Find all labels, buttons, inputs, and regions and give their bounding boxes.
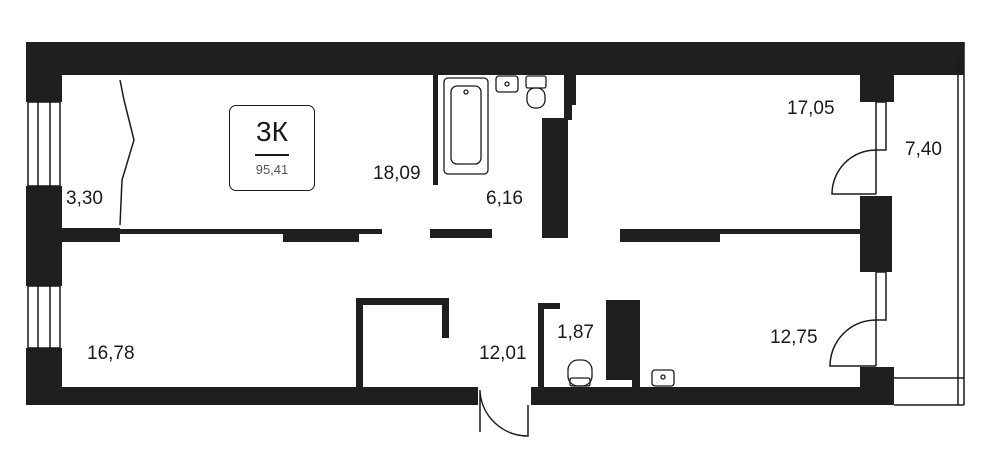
window-right-upper bbox=[875, 101, 887, 151]
partition-closet-bottom bbox=[62, 228, 120, 242]
balcony-door-upper bbox=[831, 149, 877, 195]
window-left-upper bbox=[27, 101, 61, 187]
entrance-door bbox=[479, 390, 529, 437]
bathroom-wall-left bbox=[433, 75, 438, 185]
wall-right-bottom bbox=[860, 367, 894, 405]
sink bbox=[495, 75, 519, 93]
apartment-type: 3К bbox=[256, 116, 288, 147]
bathtub bbox=[443, 77, 489, 175]
room-area-bedroom-bottom-right: 12,75 bbox=[770, 327, 818, 348]
closet-door bbox=[119, 79, 135, 226]
closet-hall-left bbox=[356, 298, 363, 387]
toilet-wall-top bbox=[538, 303, 560, 309]
apartment-badge: 3К 95,41 bbox=[229, 105, 315, 191]
fixtures bbox=[443, 75, 675, 387]
room-area-bedroom-top-right: 17,05 bbox=[787, 98, 835, 119]
windows bbox=[27, 42, 965, 406]
room-area-toilet: 1,87 bbox=[557, 322, 594, 343]
apartment-total-area: 95,41 bbox=[255, 161, 289, 177]
walls bbox=[26, 42, 964, 405]
toilet-column bbox=[606, 300, 632, 380]
window-left-lower bbox=[27, 285, 61, 349]
partition-left-horizontal bbox=[120, 229, 382, 234]
toilet-sink bbox=[651, 369, 675, 387]
partition-right-horizontal bbox=[720, 229, 860, 234]
toilet-wall-left bbox=[538, 303, 544, 387]
window-right-lower bbox=[875, 271, 887, 321]
wall-left-middle bbox=[26, 186, 62, 286]
wall-bottom-left bbox=[26, 387, 478, 405]
partition-left-thick bbox=[283, 229, 359, 242]
closet-hall-right bbox=[442, 298, 449, 338]
bathroom-wall-bottom bbox=[430, 229, 492, 238]
balcony-door-lower bbox=[829, 319, 877, 367]
room-area-hallway: 12,01 bbox=[479, 343, 527, 364]
wall-right-room-top-left bbox=[568, 75, 576, 105]
wall-top bbox=[26, 42, 964, 75]
toilet-wall-right bbox=[632, 300, 640, 387]
wall-bottom-right bbox=[531, 387, 894, 405]
wall-left-upper bbox=[26, 42, 62, 102]
room-area-balcony: 7,40 bbox=[905, 139, 942, 160]
room-area-closet-left: 3,30 bbox=[66, 188, 103, 209]
bathroom-column bbox=[542, 118, 568, 238]
partition-right-left bbox=[620, 229, 720, 242]
bath-toilet bbox=[525, 75, 547, 89]
toilet-bowl bbox=[567, 359, 593, 387]
room-area-bathroom: 6,16 bbox=[486, 188, 523, 209]
closet-hall-top bbox=[356, 298, 448, 305]
room-area-main: 18,09 bbox=[373, 163, 421, 184]
column-right-middle bbox=[860, 196, 892, 272]
badge-divider bbox=[255, 154, 289, 156]
room-area-bottom-left: 16,78 bbox=[87, 343, 135, 364]
wall-right-top bbox=[860, 42, 894, 102]
doors bbox=[119, 79, 877, 437]
